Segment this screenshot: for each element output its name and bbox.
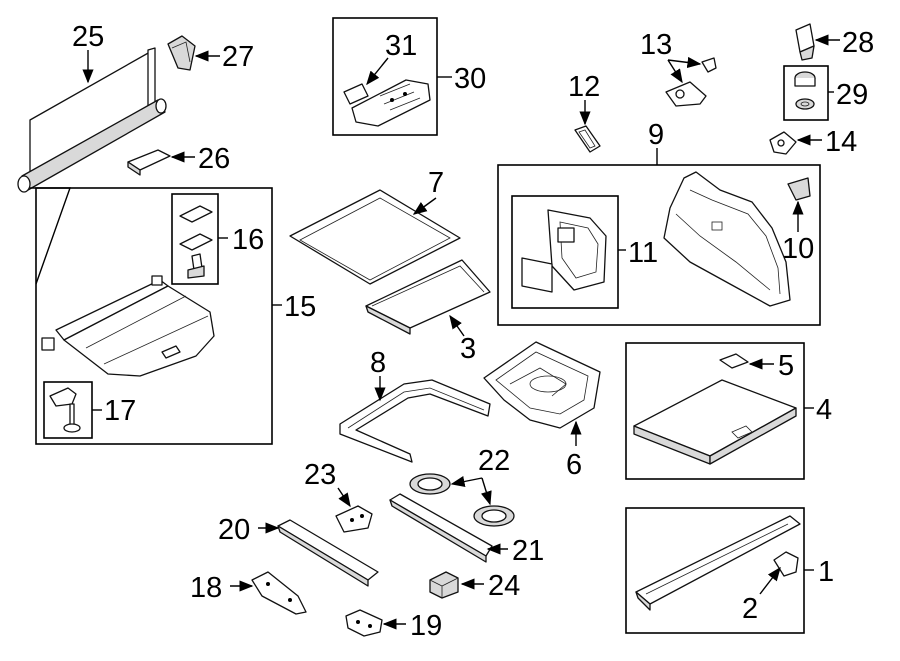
- callout-26: 26: [198, 143, 230, 175]
- group-box-4: [625, 342, 805, 480]
- bracket-19: [345, 609, 383, 637]
- callout-22-line-b: [480, 477, 492, 506]
- callout-22-line-a: [450, 476, 483, 488]
- callout-31-line: [366, 57, 389, 86]
- grommets-29: [794, 71, 816, 110]
- clip-2: [773, 551, 799, 577]
- callout-17: 17: [104, 395, 136, 427]
- group-box-29: [783, 65, 829, 121]
- quarter-trim-panel: [663, 171, 791, 307]
- callout-23: 23: [304, 459, 336, 491]
- bracket-27: [167, 35, 196, 71]
- clip-13: [665, 57, 717, 107]
- callout-14: 14: [825, 126, 857, 158]
- bracket-24: [429, 571, 459, 599]
- callout-3-line: [449, 314, 465, 337]
- callout-12: 12: [568, 71, 600, 103]
- callout-30: 30: [454, 63, 486, 95]
- callout-13-line-b: [667, 59, 683, 84]
- bracket-23: [335, 505, 373, 533]
- cargo-cover-15: [41, 275, 215, 377]
- group-box-16: [171, 193, 219, 285]
- callout-3: 3: [460, 333, 476, 365]
- callout-19: 19: [410, 610, 442, 642]
- callout-4: 4: [816, 394, 832, 426]
- callout-10: 10: [782, 233, 814, 265]
- cargo-net: [17, 47, 167, 193]
- cover-5: [719, 353, 749, 369]
- callout-6: 6: [566, 449, 582, 481]
- bracket-18: [251, 571, 307, 615]
- callout-16: 16: [232, 224, 264, 256]
- floor-panel-7: [289, 189, 461, 285]
- callout-8: 8: [370, 347, 386, 379]
- callout-15: 15: [284, 291, 316, 323]
- callout-2-line: [759, 566, 781, 595]
- floor-panel-3: [365, 259, 491, 335]
- callout-9: 9: [648, 119, 664, 151]
- callout-23-line: [337, 487, 351, 508]
- callout-28: 28: [842, 27, 874, 59]
- fastener-28: [795, 23, 815, 61]
- seal-22: [409, 473, 515, 527]
- callout-20: 20: [218, 514, 250, 546]
- seal-12: [574, 125, 601, 153]
- callout-25: 25: [72, 21, 104, 53]
- callout-21: 21: [512, 535, 544, 567]
- storage-tray-6: [483, 341, 601, 429]
- bracket-17: [49, 387, 81, 433]
- lamp-31: [343, 79, 431, 127]
- callout-11: 11: [628, 237, 658, 269]
- floor-board-4: [633, 379, 797, 465]
- callout-7-line: [412, 197, 437, 215]
- callout-29: 29: [836, 79, 868, 111]
- cover-26: [127, 149, 171, 176]
- trim-11: [521, 209, 607, 293]
- sill-plate-1: [635, 515, 801, 611]
- callout-24: 24: [488, 570, 520, 602]
- callout-27: 27: [222, 41, 254, 73]
- clip-10: [787, 177, 811, 201]
- callout-13: 13: [640, 29, 672, 61]
- callout-2: 2: [742, 593, 758, 625]
- callout-22: 22: [478, 445, 510, 477]
- cover-parts-16: [179, 205, 213, 279]
- callout-18: 18: [190, 572, 222, 604]
- group-box-11: [511, 195, 619, 309]
- callout-13-line-a: [667, 56, 702, 68]
- clip-14: [769, 131, 797, 155]
- callout-7: 7: [428, 167, 444, 199]
- frame-8: [339, 379, 491, 463]
- callout-31: 31: [385, 30, 417, 62]
- rail-20: [277, 519, 379, 587]
- group-box-9: [497, 164, 821, 326]
- rail-21: [389, 493, 493, 563]
- callout-1: 1: [818, 556, 834, 588]
- group-box-15: [35, 187, 273, 445]
- callout-5: 5: [778, 350, 794, 382]
